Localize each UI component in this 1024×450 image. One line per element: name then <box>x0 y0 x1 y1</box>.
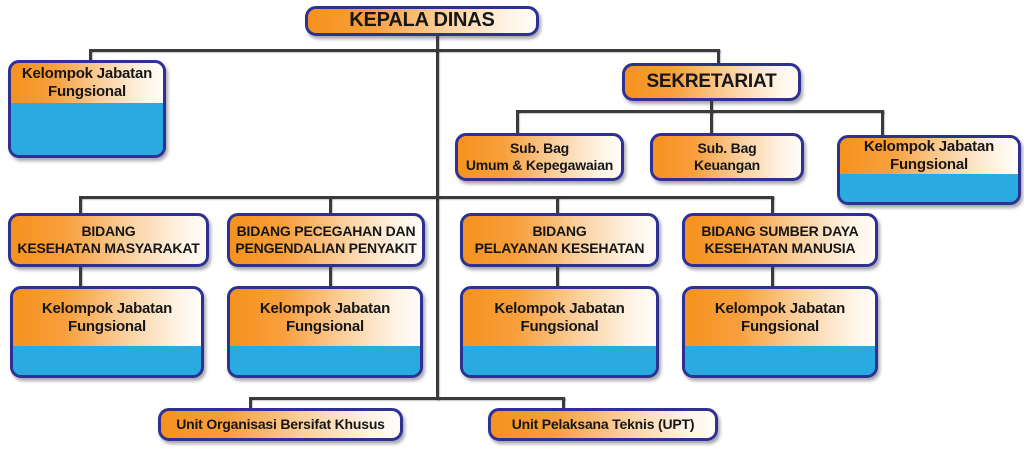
connector-bidang1-kjf <box>79 264 82 289</box>
kjf-left-blue-band <box>11 103 163 155</box>
node-bidang-3-label: BIDANG PELAYANAN KESEHATAN <box>474 223 645 256</box>
node-bidang-pelayanan-kesehatan: BIDANG PELAYANAN KESEHATAN <box>460 213 659 267</box>
node-unit-upt-label: Unit Pelaksana Teknis (UPT) <box>511 416 695 433</box>
kjf-bidang-1-blue-band <box>13 346 201 375</box>
node-subbag-keuangan-label: Sub. Bag Keuangan <box>693 140 761 173</box>
connector-drop-sekretariat <box>717 49 720 66</box>
connector-drop-subbag-umum <box>516 110 519 136</box>
node-kjf-bidang-2-label: Kelompok Jabatan Fungsional <box>230 289 420 346</box>
node-kjf-left: Kelompok Jabatan Fungsional <box>8 60 166 158</box>
node-bidang-pencegahan-pengendalian-penyakit: BIDANG PECEGAHAN DAN PENGENDALIAN PENYAK… <box>227 213 425 267</box>
node-kjf-bidang-3: Kelompok Jabatan Fungsional <box>460 286 659 378</box>
connector-bidang-horizontal <box>79 196 774 199</box>
node-kepala-dinas: KEPALA DINAS <box>305 6 539 36</box>
connector-drop-kjf-left <box>89 49 92 63</box>
connector-drop-bidang-1 <box>79 196 82 216</box>
kjf-bidang-2-blue-band <box>230 346 420 375</box>
node-kjf-bidang-3-label: Kelompok Jabatan Fungsional <box>463 289 656 346</box>
node-bidang-2-label: BIDANG PECEGAHAN DAN PENGENDALIAN PENYAK… <box>235 223 417 256</box>
kjf-sekretariat-blue-band <box>840 174 1018 202</box>
node-kjf-left-label: Kelompok Jabatan Fungsional <box>11 63 163 103</box>
connector-bidang3-kjf <box>556 264 559 289</box>
connector-drop-bidang-2 <box>329 196 332 216</box>
connector-drop-unit-khusus <box>249 397 252 410</box>
connector-drop-unit-upt <box>562 397 565 410</box>
connector-drop-bidang-3 <box>556 196 559 216</box>
connector-sekretariat-horizontal <box>516 110 884 113</box>
connector-main-trunk <box>436 30 439 400</box>
connector-bidang2-kjf <box>329 264 332 289</box>
node-subbag-keuangan: Sub. Bag Keuangan <box>650 133 804 181</box>
connector-bidang4-kjf <box>771 264 774 289</box>
node-kepala-dinas-label: KEPALA DINAS <box>349 9 495 32</box>
connector-drop-bidang-4 <box>771 196 774 216</box>
node-kjf-bidang-1-label: Kelompok Jabatan Fungsional <box>13 289 201 346</box>
node-bidang-1-label: BIDANG KESEHATAN MASYARAKAT <box>17 223 200 256</box>
connector-drop-subbag-keuangan <box>710 110 713 136</box>
node-subbag-umum-label: Sub. Bag Umum & Kepegawaian <box>465 140 614 173</box>
node-bidang-sumber-daya-kesehatan-manusia: BIDANG SUMBER DAYA KESEHATAN MANUSIA <box>682 213 878 267</box>
node-sekretariat-label: SEKRETARIAT <box>646 70 777 92</box>
node-bidang-4-label: BIDANG SUMBER DAYA KESEHATAN MANUSIA <box>701 223 859 256</box>
node-sekretariat: SEKRETARIAT <box>622 63 801 101</box>
node-kjf-sekretariat: Kelompok Jabatan Fungsional <box>837 135 1021 205</box>
connector-sekretariat-stem <box>710 99 713 113</box>
node-kjf-bidang-4: Kelompok Jabatan Fungsional <box>682 286 878 378</box>
node-kjf-sekretariat-label: Kelompok Jabatan Fungsional <box>840 138 1018 174</box>
node-unit-organisasi-bersifat-khusus: Unit Organisasi Bersifat Khusus <box>158 408 403 441</box>
connector-drop-kjf-sekretariat <box>881 110 884 138</box>
kjf-bidang-3-blue-band <box>463 346 656 375</box>
node-kjf-bidang-4-label: Kelompok Jabatan Fungsional <box>685 289 875 346</box>
kjf-bidang-4-blue-band <box>685 346 875 375</box>
node-kjf-bidang-1: Kelompok Jabatan Fungsional <box>10 286 204 378</box>
node-unit-khusus-label: Unit Organisasi Bersifat Khusus <box>176 416 385 433</box>
node-unit-pelaksana-teknis: Unit Pelaksana Teknis (UPT) <box>488 408 718 441</box>
connector-top-horizontal <box>89 49 720 52</box>
node-subbag-umum-kepegawaian: Sub. Bag Umum & Kepegawaian <box>455 133 624 181</box>
node-kjf-bidang-2: Kelompok Jabatan Fungsional <box>227 286 423 378</box>
connector-bottom-horizontal <box>249 397 565 400</box>
node-bidang-kesehatan-masyarakat: BIDANG KESEHATAN MASYARAKAT <box>8 213 209 267</box>
